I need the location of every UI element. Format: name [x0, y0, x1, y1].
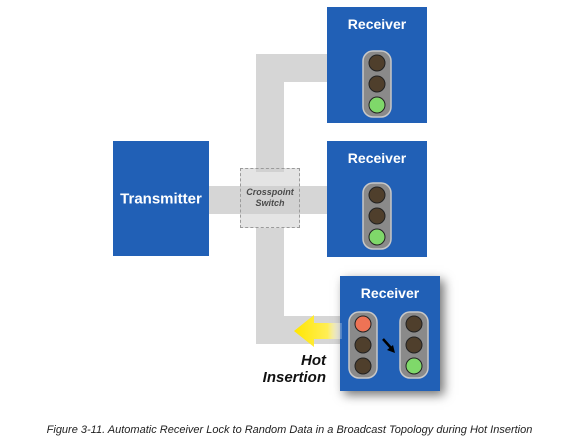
hot-insertion-line1: Hot [301, 352, 326, 369]
hot-insertion-line2: Insertion [262, 369, 326, 386]
light-2-bottom [368, 228, 386, 246]
path-horizontal-top [256, 54, 328, 82]
transmitter-box: Transmitter [113, 141, 209, 256]
receiver-title-2: Receiver [347, 150, 407, 166]
light-2-mid [368, 207, 386, 225]
figure-caption: Figure 3-11. Automatic Receiver Lock to … [46, 424, 533, 436]
receiver-title-3: Receiver [360, 285, 420, 301]
traffic-light-1 [362, 50, 392, 118]
crosspoint-switch: Crosspoint Switch [240, 168, 300, 228]
hot-insertion-arrow-icon [294, 315, 342, 347]
transition-arrow-icon [382, 338, 395, 353]
light-1-top [368, 54, 386, 72]
transmitter-label: Transmitter [120, 190, 202, 207]
light-3a-top [354, 315, 372, 333]
hot-insertion-label: Hot Insertion [232, 352, 326, 386]
receiver-title-1: Receiver [347, 16, 407, 32]
light-3b-top [405, 315, 423, 333]
light-3b-bottom [405, 357, 423, 375]
crosspoint-label-line1: Crosspoint [246, 187, 294, 197]
light-2-top [368, 186, 386, 204]
light-3b-mid [405, 336, 423, 354]
light-3a-mid [354, 336, 372, 354]
traffic-light-2 [362, 182, 392, 250]
light-3a-bottom [354, 357, 372, 375]
crosspoint-label-line2: Switch [255, 198, 285, 208]
traffic-light-3-after [399, 311, 429, 379]
light-1-bottom [368, 96, 386, 114]
traffic-light-3-before [348, 311, 378, 379]
light-1-mid [368, 75, 386, 93]
